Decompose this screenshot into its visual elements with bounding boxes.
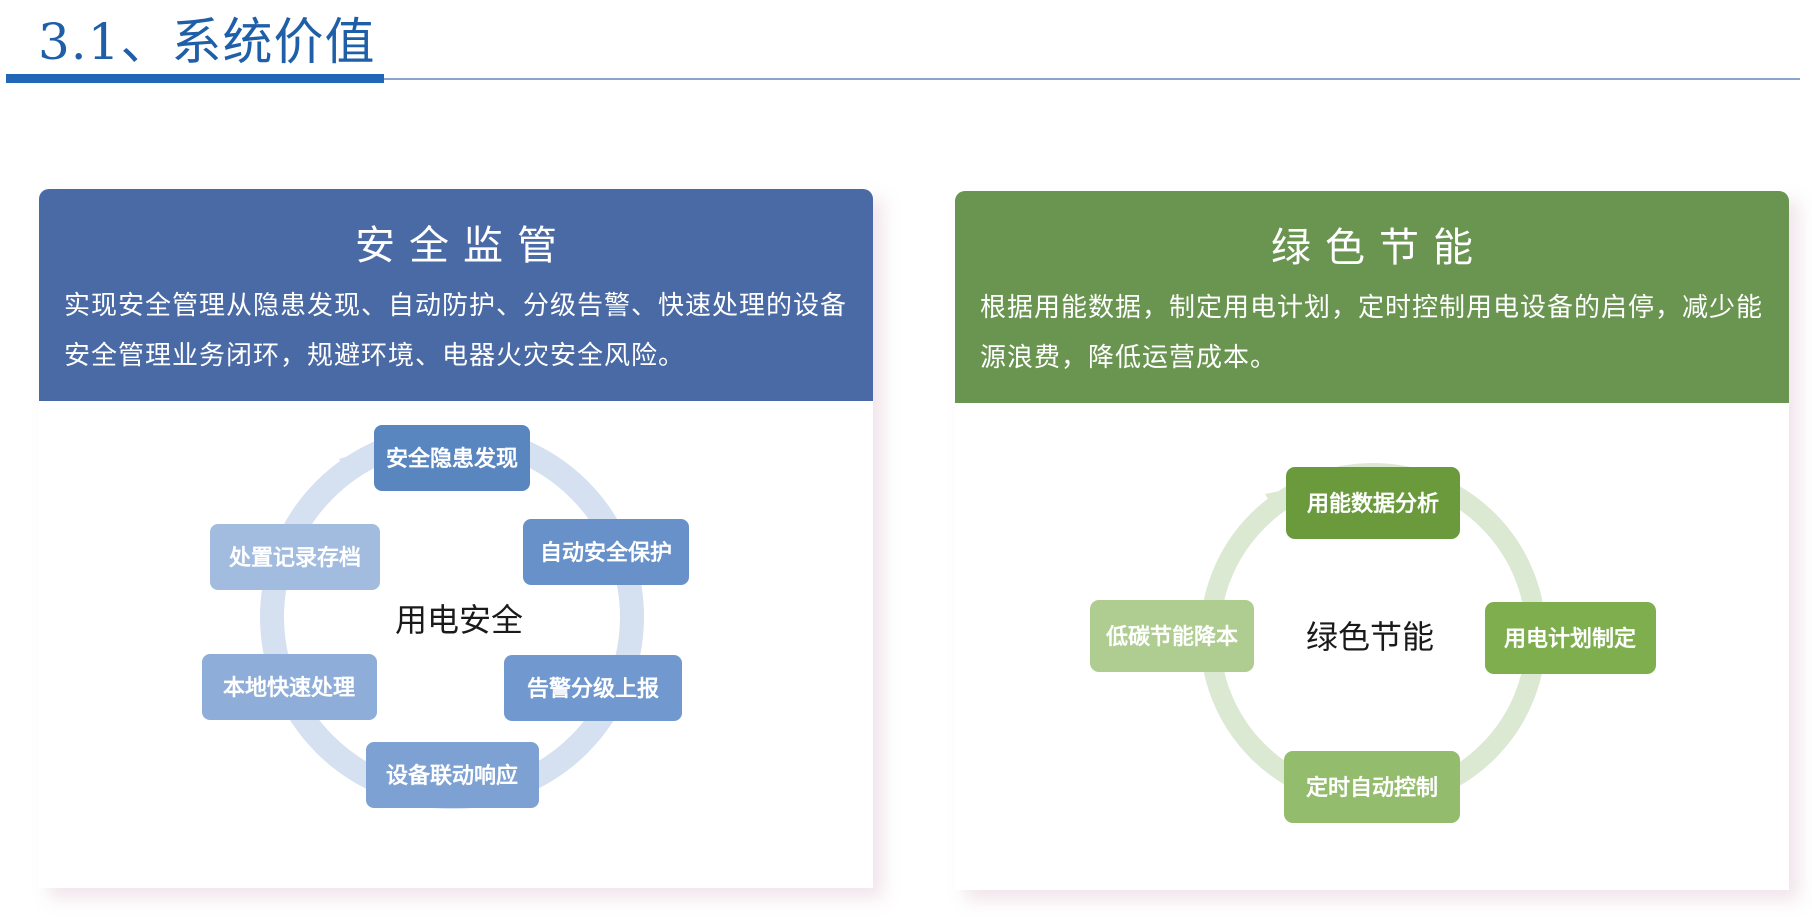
title-underline-rule — [384, 78, 1800, 80]
svg-text:设备联动响应: 设备联动响应 — [386, 763, 518, 789]
svg-text:告警分级上报: 告警分级上报 — [527, 676, 659, 702]
safety-node-device-response: 设备联动响应 — [366, 742, 539, 808]
energy-cycle-arrowhead — [1265, 489, 1289, 513]
svg-text:定时自动控制: 定时自动控制 — [1306, 775, 1438, 801]
safety-card-header: 安全监管 实现安全管理从隐患发现、自动防护、分级告警、快速处理的设备安全管理业务… — [39, 189, 873, 401]
svg-text:自动安全保护: 自动安全保护 — [540, 540, 672, 566]
safety-node-record-archive: 处置记录存档 — [210, 524, 380, 590]
title-underline-accent — [6, 74, 384, 83]
safety-card: 安全监管 实现安全管理从隐患发现、自动防护、分级告警、快速处理的设备安全管理业务… — [39, 189, 873, 888]
energy-card-header: 绿色节能 根据用能数据，制定用电计划，定时控制用电设备的启停，减少能源浪费，降低… — [955, 191, 1789, 403]
page-title: 3.1、系统价值 — [38, 13, 376, 71]
safety-cycle-arrowhead — [339, 451, 365, 479]
energy-card: 绿色节能 根据用能数据，制定用电计划，定时控制用电设备的启停，减少能源浪费，降低… — [955, 191, 1789, 890]
energy-node-timed-control: 定时自动控制 — [1284, 751, 1460, 823]
svg-text:处置记录存档: 处置记录存档 — [228, 545, 361, 571]
energy-node-low-carbon: 低碳节能降本 — [1090, 600, 1254, 672]
energy-card-title: 绿色节能 — [1271, 225, 1487, 271]
safety-node-hazard-discovery: 安全隐患发现 — [374, 425, 530, 491]
svg-text:安全隐患发现: 安全隐患发现 — [386, 446, 518, 472]
safety-card-description: 实现安全管理从隐患发现、自动防护、分级告警、快速处理的设备安全管理业务闭环，规避… — [64, 291, 848, 371]
energy-node-data-analysis: 用能数据分析 — [1286, 467, 1460, 539]
energy-node-plan-making: 用电计划制定 — [1485, 602, 1656, 674]
safety-node-auto-protection: 自动安全保护 — [523, 519, 689, 585]
energy-center-label: 绿色节能 — [1306, 618, 1434, 656]
safety-node-alarm-report: 告警分级上报 — [504, 655, 682, 721]
safety-node-local-handling: 本地快速处理 — [202, 654, 377, 720]
safety-card-title: 安全监管 — [355, 223, 571, 269]
svg-text:本地快速处理: 本地快速处理 — [223, 675, 355, 701]
svg-text:用电计划制定: 用电计划制定 — [1504, 626, 1636, 652]
svg-text:用能数据分析: 用能数据分析 — [1307, 491, 1439, 517]
safety-center-label: 用电安全 — [395, 601, 523, 639]
energy-card-description: 根据用能数据，制定用电计划，定时控制用电设备的启停，减少能源浪费，降低运营成本。 — [980, 293, 1764, 373]
safety-cycle-diagram: 用电安全 安全隐患发现 自动安全保护 告警分级上报 设备联动响应 本地快速处理 — [202, 425, 689, 809]
svg-text:低碳节能降本: 低碳节能降本 — [1105, 624, 1238, 650]
energy-cycle-diagram: 绿色节能 用能数据分析 用电计划制定 定时自动控制 低碳节能降本 — [1090, 463, 1656, 823]
